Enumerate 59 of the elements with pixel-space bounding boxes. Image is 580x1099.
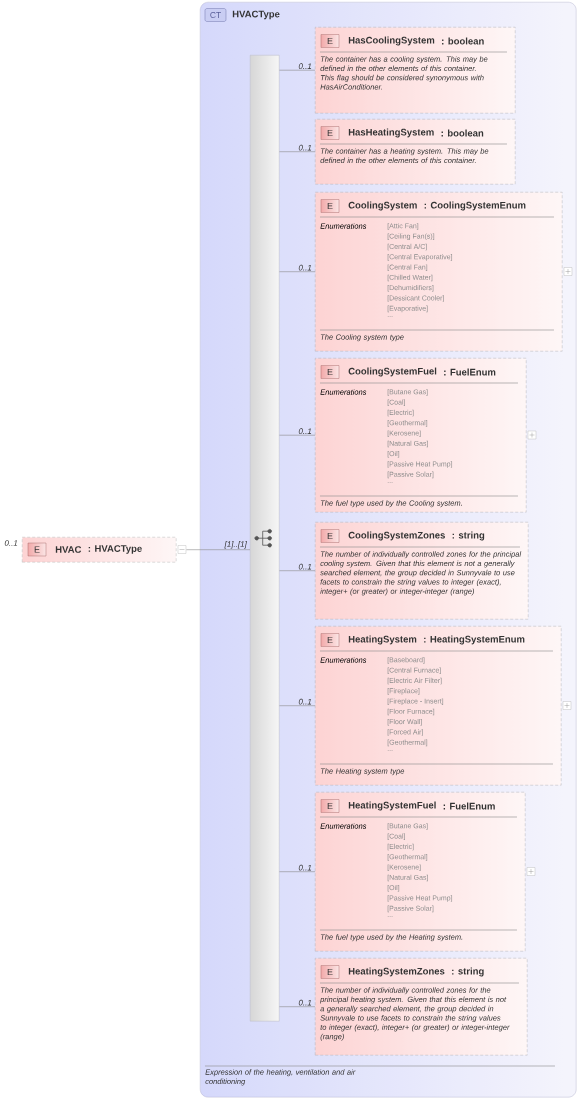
element-box	[315, 358, 527, 513]
type-name: : CoolingSystemEnum	[424, 201, 526, 211]
type-name: : string	[452, 967, 484, 977]
element-badge: E	[320, 365, 340, 379]
connector-line	[279, 871, 316, 872]
type-name: HVACType	[232, 10, 280, 20]
connector-line	[279, 69, 316, 71]
multiplicity-label: 0..1	[298, 144, 312, 151]
connector-line	[186, 549, 251, 550]
type-name: : HeatingSystemEnum	[424, 635, 525, 645]
connector-line	[279, 570, 316, 571]
element-name: CoolingSystemFuel	[348, 367, 437, 377]
element-badge: E	[320, 529, 340, 543]
element-name: HasHeatingSystem	[348, 128, 434, 138]
element-box	[22, 537, 177, 563]
type-name: : string	[452, 531, 485, 541]
multiplicity-label: 0..1	[298, 698, 312, 705]
multiplicity-label: 0..1	[298, 999, 312, 1006]
element-box	[315, 27, 516, 114]
element-name: CoolingSystemZones	[348, 531, 445, 541]
element-box	[315, 192, 563, 352]
connector-line	[279, 271, 316, 272]
element-box	[315, 626, 562, 786]
element-box	[315, 522, 529, 620]
multiplicity-label: [1]..[1]	[224, 541, 247, 549]
type-name: : FuelEnum	[443, 802, 495, 810]
connector-line	[279, 434, 316, 436]
type-name: : FuelEnum	[444, 368, 496, 376]
multiplicity-label: 0..1	[298, 428, 312, 434]
multiplicity-label: 0..1	[298, 864, 312, 871]
element-box	[315, 958, 528, 1056]
multiplicity-label: 0..1	[4, 540, 18, 546]
element-badge: E	[320, 965, 340, 979]
connector-line	[279, 705, 316, 706]
element-badge: E	[320, 799, 340, 813]
sequence-bar	[250, 55, 280, 1022]
element-box	[315, 792, 526, 952]
type-name: : boolean	[442, 37, 484, 45]
element-badge: E	[320, 633, 340, 647]
element-name: CoolingSystem	[348, 201, 417, 211]
element-box	[315, 119, 516, 185]
multiplicity-label: 0..1	[298, 264, 312, 271]
element-name: HeatingSystem	[348, 635, 417, 645]
element-badge: E	[320, 34, 340, 48]
element-badge: E	[27, 542, 47, 557]
type-name: : HVACType	[88, 545, 142, 554]
multiplicity-label: 0..1	[298, 63, 312, 69]
type-name: : boolean	[441, 129, 484, 137]
element-name: HeatingSystemZones	[348, 967, 445, 977]
element-name: HVAC	[55, 546, 82, 553]
connector-line	[279, 1006, 316, 1007]
element-name: HeatingSystemFuel	[348, 801, 436, 811]
element-name: HasCoolingSystem	[348, 36, 435, 46]
type-badge: CT	[204, 8, 227, 22]
multiplicity-label: 0..1	[298, 563, 312, 570]
connector-line	[279, 151, 316, 152]
element-badge: E	[320, 199, 340, 213]
element-badge: E	[320, 126, 340, 140]
collapse-icon	[177, 545, 187, 554]
